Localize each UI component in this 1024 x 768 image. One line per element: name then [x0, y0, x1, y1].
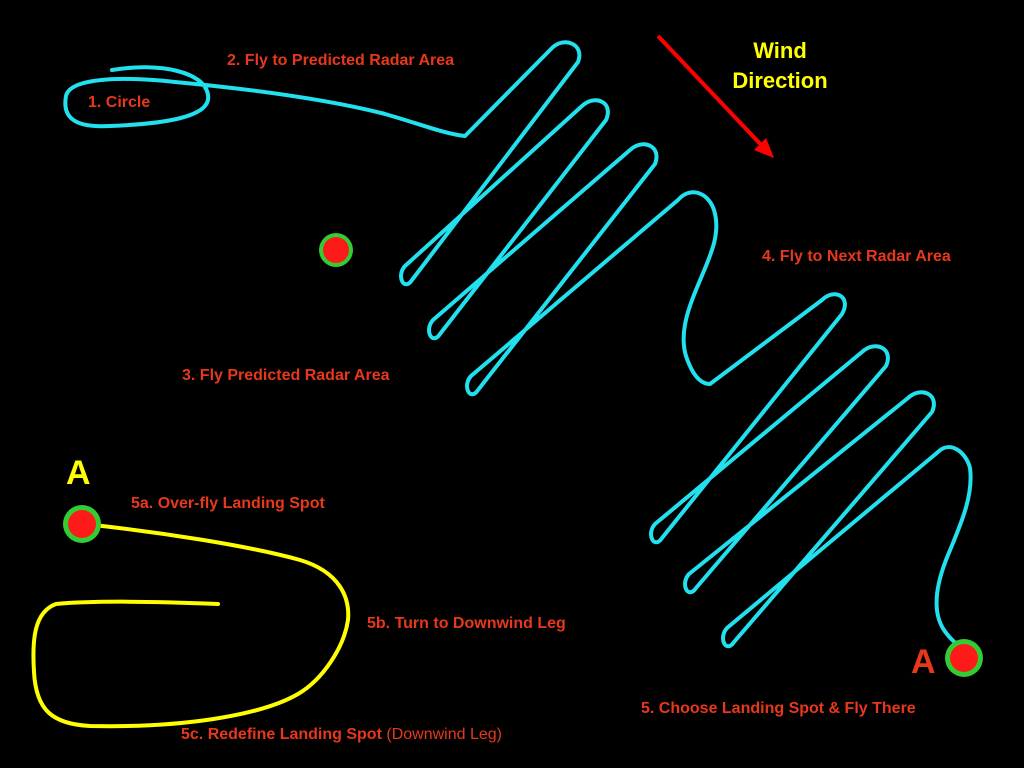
- label-fly-area: 3. Fly Predicted Radar Area: [182, 367, 390, 384]
- label-choose-spot: 5. Choose Landing Spot & Fly There: [641, 700, 916, 717]
- landing-spot-left-center: [68, 510, 96, 538]
- wind-arrow: [656, 34, 768, 152]
- wind-label-line2: Direction: [732, 68, 828, 93]
- label-redefine-normal: (Downwind Leg): [386, 726, 502, 743]
- label-next-area: 4. Fly to Next Radar Area: [762, 248, 951, 265]
- label-overfly: 5a. Over-fly Landing Spot: [131, 495, 325, 512]
- wind-arrow-head: [754, 138, 774, 158]
- wind-direction-label: Wind Direction: [720, 36, 840, 96]
- label-circle: 1. Circle: [88, 94, 151, 111]
- marker-a-left: A: [66, 454, 91, 492]
- wind-label-line1: Wind: [753, 38, 807, 63]
- radar-spot-center: [323, 237, 349, 263]
- marker-a-right: A: [911, 643, 936, 681]
- label-turn-downwind: 5b. Turn to Downwind Leg: [367, 615, 566, 632]
- landing-path: [31, 522, 351, 729]
- landing-spot-right-center: [950, 644, 978, 672]
- label-redefine-bold: 5c. Redefine Landing Spot: [181, 726, 382, 743]
- flight-path: [63, 40, 973, 652]
- landing-spot-left: [63, 505, 101, 543]
- label-fly-predicted: 2. Fly to Predicted Radar Area: [227, 52, 455, 69]
- label-redefine: 5c. Redefine Landing Spot (Downwind Leg): [181, 726, 502, 744]
- radar-spot: [319, 233, 353, 267]
- landing-spot-right: [945, 639, 983, 677]
